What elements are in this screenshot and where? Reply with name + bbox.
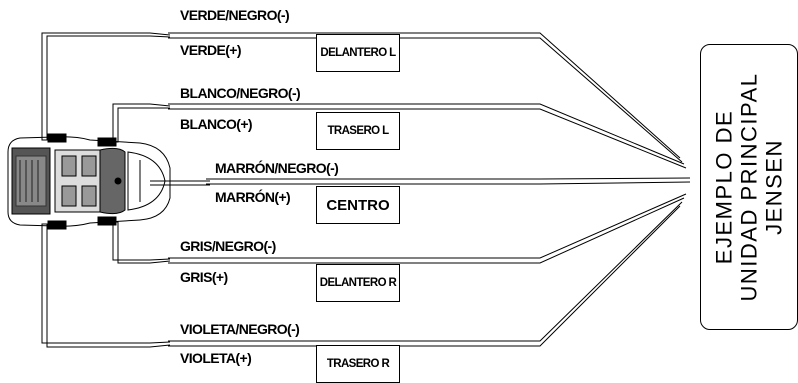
head-unit-line-3: JENSEN	[761, 139, 787, 235]
head-unit-line-2: UNIDAD PRINCIPAL	[736, 72, 762, 302]
wire-label-verde-neg: VERDE/NEGRO(-)	[180, 7, 290, 23]
wire-label-violeta-pos: VIOLETA(+)	[180, 350, 252, 366]
car-top-view-icon	[7, 133, 171, 230]
wire-label-gris-neg: GRIS/NEGRO(-)	[180, 238, 276, 254]
wire-label-blanco-pos: BLANCO(+)	[180, 116, 253, 132]
head-unit-line-1: EJEMPLO DE	[711, 109, 737, 265]
wire-label-violeta-neg: VIOLETA/NEGRO(-)	[180, 321, 300, 337]
wire-label-marron-neg: MARRÓN/NEGRO(-)	[215, 160, 339, 176]
head-unit-box: EJEMPLO DE UNIDAD PRINCIPAL JENSEN	[700, 44, 798, 330]
head-unit-label: EJEMPLO DE UNIDAD PRINCIPAL JENSEN	[712, 73, 787, 302]
speaker-box-rear-left: TRASERO L	[316, 112, 400, 150]
speaker-box-rear-right: TRASERO R	[316, 345, 400, 383]
wire-group	[41, 32, 691, 348]
speaker-box-front-right: DELANTERO R	[316, 264, 400, 302]
wire-label-marron-pos: MARRÓN(+)	[215, 189, 291, 205]
wire-label-blanco-neg: BLANCO/NEGRO(-)	[180, 85, 301, 101]
wire-label-gris-pos: GRIS(+)	[180, 269, 228, 285]
wire-label-verde-pos: VERDE(+)	[180, 42, 242, 58]
speaker-box-front-left: DELANTERO L	[316, 34, 400, 72]
speaker-box-center: CENTRO	[316, 186, 400, 224]
